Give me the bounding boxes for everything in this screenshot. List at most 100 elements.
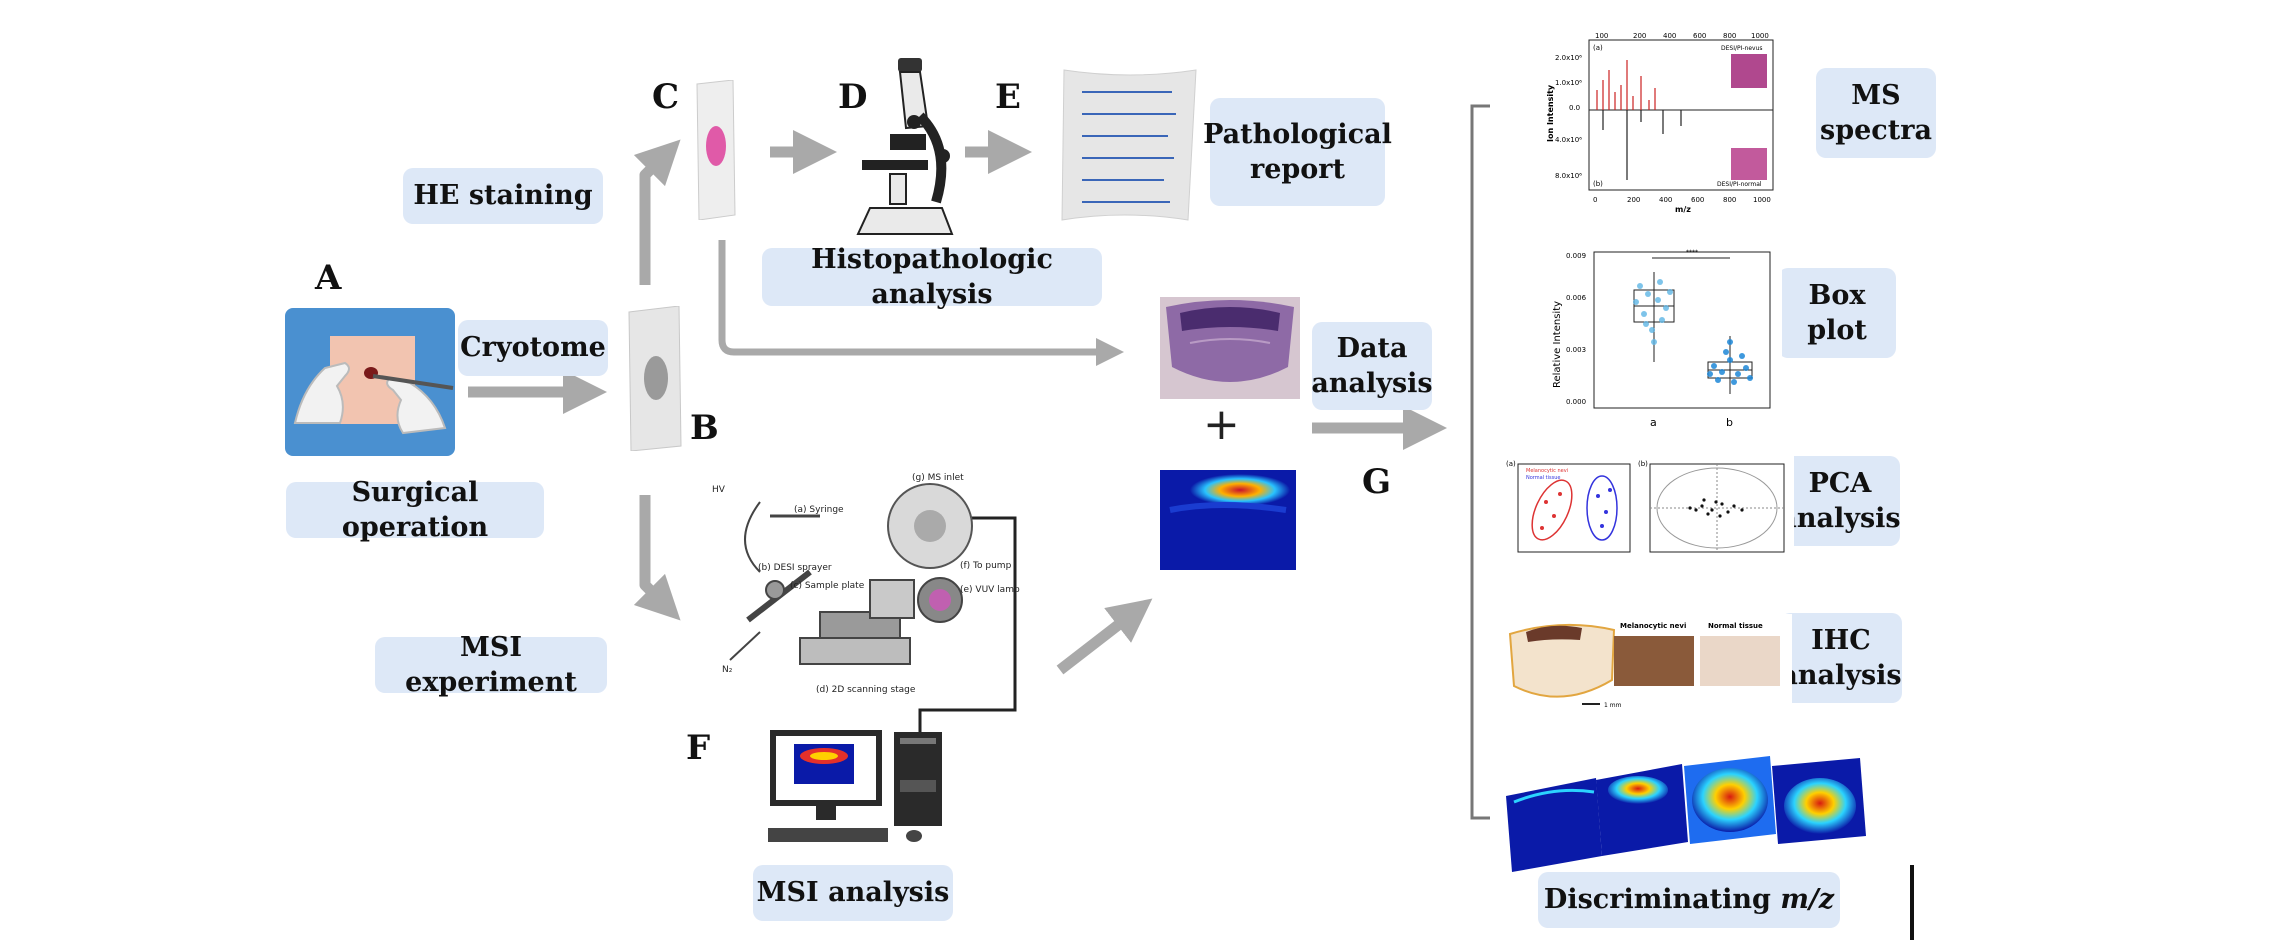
letter-e: E (995, 77, 1021, 117)
label-data-analysis: Data analysis (1311, 322, 1433, 410)
plus-sign: + (1203, 399, 1240, 450)
label-box-plot: Box plot (1778, 268, 1896, 358)
pca-legend-nevi: Melanocytic nevi (1526, 468, 1568, 474)
pca-tag-a: (a) (1506, 460, 1516, 468)
box-y-tick-2: 0.003 (1566, 346, 1586, 354)
letter-c: C (652, 77, 680, 117)
box-y-tick-0: 0.009 (1566, 252, 1586, 260)
ms-spectra-line2: spectra (1820, 115, 1932, 146)
pca-legend-normal: Normal tissue (1526, 475, 1561, 481)
mouse-icon (906, 830, 922, 842)
ms-bottom-tick-4: 800 (1723, 196, 1736, 204)
ms-spectra-panel: 100 200 400 600 800 1000 2.0x10⁶ 1.0x10⁶… (1545, 30, 1777, 214)
box-sig: **** (1686, 249, 1698, 256)
inst-n2: N₂ (722, 665, 733, 675)
ihc-label-nevi: Melanocytic nevi (1620, 622, 1686, 630)
inst-sample: (c) Sample plate (790, 581, 865, 591)
he-slide (696, 80, 736, 220)
inst-vuv: (e) VUV lamp (960, 585, 1020, 595)
ms-bottom-tick-2: 400 (1659, 196, 1672, 204)
ms-peaks-top (1596, 60, 1656, 110)
keyboard-icon (768, 828, 888, 842)
ms-bottom-tick-3: 600 (1691, 196, 1704, 204)
ms-y-tick-4: 8.0x10⁶ (1555, 172, 1582, 180)
ms-y-tick-0: 2.0x10⁶ (1555, 54, 1582, 62)
mz-text: m/z (1780, 884, 1835, 916)
ihc-tissue-section (1508, 623, 1616, 698)
box-plot-line1: Box (1808, 279, 1866, 311)
arrow-to-msi-experiment (633, 495, 681, 621)
box-cat-a: a (1650, 416, 1657, 429)
computer-icon (768, 730, 942, 842)
pca-panel: (a) (b) Melanocytic nevi Normal tissue (1502, 456, 1794, 568)
ms-top-tick-0: 100 (1595, 32, 1608, 40)
right-glove-icon (386, 376, 447, 435)
msi-heatmap-image (1160, 470, 1296, 570)
letter-b: B (690, 408, 719, 448)
ihc-line2: analysis (1780, 660, 1902, 691)
box-a-points (1633, 279, 1673, 345)
pathological-line2: report (1250, 154, 1345, 185)
ihc-normal-image (1700, 636, 1780, 686)
label-pathological-report: Pathological report (1203, 98, 1392, 206)
box-ylabel: Relative Intensity (1552, 301, 1563, 388)
ms-ylabel: Ion Intensity (1546, 84, 1555, 142)
inst-hv: HV (712, 485, 726, 495)
ms-bottom-tick-1: 200 (1627, 196, 1640, 204)
arrow-he-slide-to-image (718, 240, 1124, 366)
pca-ellipse-blue (1586, 475, 1618, 541)
letter-g: G (1362, 462, 1392, 502)
ms-xlabel: m/z (1675, 205, 1691, 214)
label-cryotome: Cryotome (458, 320, 608, 376)
ms-label-top: DESI/PI-nevus (1721, 45, 1763, 52)
label-msi-analysis: MSI analysis (753, 865, 953, 921)
ms-top-tick-4: 800 (1723, 32, 1736, 40)
label-msi-experiment: MSI experiment (375, 632, 607, 698)
ms-y-tick-2: 0.0 (1569, 104, 1580, 112)
letter-f: F (686, 728, 711, 768)
ms-bottom-tick-0: 0 (1593, 196, 1597, 204)
pca-line2: analysis (1779, 503, 1901, 534)
pca-ellipse-red (1531, 479, 1573, 541)
letter-a: A (315, 258, 342, 298)
label-surgical-operation: Surgical operation (286, 477, 544, 543)
pca-tag-b: (b) (1638, 460, 1648, 468)
heatmap-1 (1506, 778, 1602, 872)
ihc-panel: Melanocytic nevi Normal tissue 1 mm (1502, 614, 1792, 724)
inst-desi: (b) DESI sprayer (758, 563, 832, 573)
box-b-points (1707, 339, 1753, 385)
arrow-instrument-to-msi (1056, 598, 1153, 675)
arrow-to-he-staining (633, 139, 681, 285)
box-cat-b: b (1726, 416, 1733, 429)
cryotome-slide (628, 306, 682, 451)
inst-syringe: (a) Syringe (794, 505, 844, 515)
histopathologic-text: Histopathologic analysis (811, 243, 1053, 310)
label-pca-analysis: PCA analysis (1779, 456, 1901, 546)
inst-pump: (f) To pump (960, 561, 1012, 571)
letter-d: D (838, 77, 868, 117)
ms-top-tick-5: 1000 (1751, 32, 1769, 40)
label-histopathologic-analysis: Histopathologic analysis (762, 244, 1102, 310)
label-he-staining: HE staining (403, 168, 603, 224)
pca-loadings-points (1688, 498, 1744, 518)
pathological-line1: Pathological (1203, 118, 1392, 150)
ihc-line1: IHC (1811, 624, 1871, 656)
left-glove-icon (293, 361, 350, 424)
data-analysis-line2: analysis (1311, 368, 1433, 399)
box-plot-line2: plot (1807, 315, 1867, 346)
box-plot-panel: 0.009 0.006 0.003 0.000 Relative Intensi… (1550, 242, 1782, 434)
ihc-nevi-image (1614, 636, 1694, 686)
ms-tag-a: (a) (1593, 44, 1603, 52)
scalpel-icon (372, 374, 454, 390)
inst-stage: (d) 2D scanning stage (816, 685, 916, 695)
surgery-illustration (285, 308, 455, 456)
discriminating-heatmaps (1506, 756, 1866, 872)
inst-inlet: (g) MS inlet (912, 473, 964, 483)
ms-label-bottom: DESI/PI-normal (1717, 181, 1762, 188)
data-analysis-line1: Data (1336, 332, 1408, 364)
ms-bottom-tick-5: 1000 (1753, 196, 1771, 204)
ms-spectra-line1: MS (1851, 79, 1901, 111)
ihc-label-normal: Normal tissue (1708, 622, 1763, 630)
